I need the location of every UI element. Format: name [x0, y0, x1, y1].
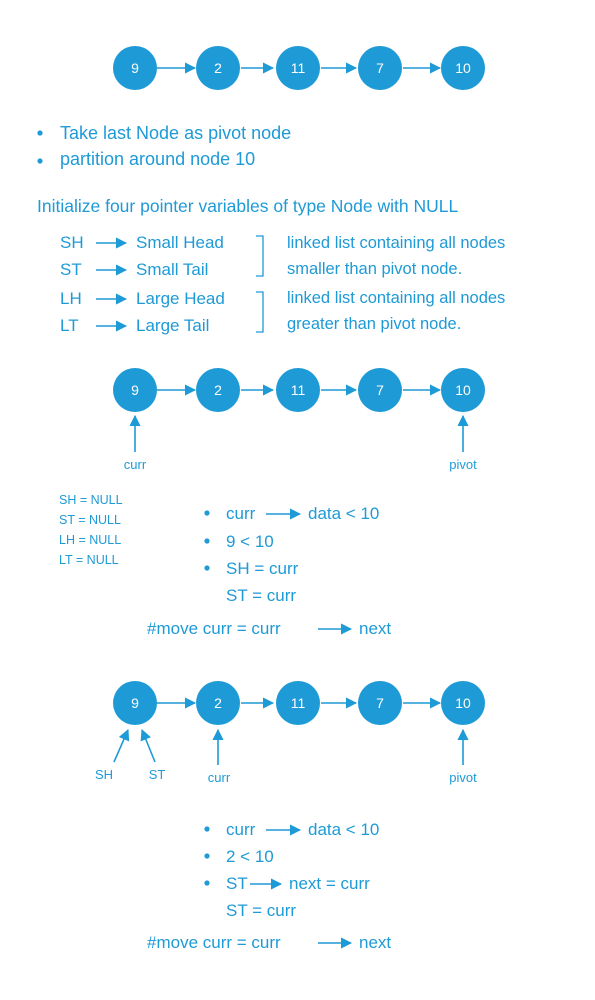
bullet-dot [204, 538, 210, 544]
node-circle: 2 [196, 46, 240, 90]
node-circle: 7 [358, 46, 402, 90]
pointer-name: Small Tail [136, 260, 208, 279]
step1-b1-pre: curr [226, 504, 256, 523]
bracket [256, 235, 264, 277]
st-label: ST [149, 767, 166, 782]
null-assignments: SH = NULL ST = NULL LH = NULL LT = NULL [59, 493, 123, 567]
bullet-dot [37, 158, 43, 164]
node-value: 7 [376, 382, 384, 398]
intro-bullets: Take last Node as pivot node partition a… [37, 123, 291, 169]
step2-move-post: next [359, 933, 391, 952]
small-desc-line: smaller than pivot node. [287, 260, 462, 278]
step1-bullets: curr data < 10 9 < 10 SH = curr ST = cur… [147, 504, 391, 638]
step2-b3b: ST = curr [226, 901, 296, 920]
node-value: 2 [214, 695, 222, 711]
node-circle: 9 [113, 46, 157, 90]
node-value: 11 [291, 695, 306, 711]
pointer-abbr: LH [60, 289, 82, 308]
pointer-definitions: SH Small Head ST Small Tail LH Large Hea… [60, 233, 505, 335]
node-value: 7 [376, 695, 384, 711]
list-step1: 9 2 11 7 10 curr pivot [113, 368, 485, 472]
node-value: 9 [131, 695, 139, 711]
node-circle: 10 [441, 46, 485, 90]
step2-b1-pre: curr [226, 820, 256, 839]
bullet-dot [37, 130, 43, 136]
null-line: LT = NULL [59, 553, 119, 567]
node-circle: 2 [196, 368, 240, 412]
pointer-abbr: SH [60, 233, 84, 252]
node-value: 11 [291, 382, 306, 398]
step1-b3: SH = curr [226, 559, 299, 578]
bullet-dot [204, 853, 210, 859]
large-desc-line: greater than pivot node. [287, 315, 461, 333]
step2-move-pre: #move curr = curr [147, 933, 281, 952]
null-line: ST = NULL [59, 513, 121, 527]
bullet-dot [204, 510, 210, 516]
step2-b3-pre: ST [226, 874, 248, 893]
pointer-name: Small Head [136, 233, 224, 252]
curr-label: curr [208, 770, 231, 785]
pointer-name: Large Tail [136, 316, 209, 335]
step1-move-post: next [359, 619, 391, 638]
pointer-abbr: ST [60, 260, 82, 279]
intro-bullet-1: Take last Node as pivot node [60, 123, 291, 143]
node-value: 10 [455, 60, 471, 76]
node-value: 9 [131, 382, 139, 398]
sh-label: SH [95, 767, 113, 782]
node-circle: 9 [113, 368, 157, 412]
pivot-label: pivot [449, 770, 477, 785]
st-pointer-arrow [140, 728, 156, 763]
pointer-abbr: LT [60, 316, 79, 335]
large-desc-line: linked list containing all nodes [287, 289, 505, 307]
node-circle: 10 [441, 368, 485, 412]
step2-b3-post: next = curr [289, 874, 370, 893]
node-circle: 7 [358, 681, 402, 725]
bullet-dot [204, 826, 210, 832]
node-value: 11 [291, 60, 306, 76]
list-top: 9 2 11 7 10 [113, 46, 485, 90]
null-line: SH = NULL [59, 493, 123, 507]
small-desc-line: linked list containing all nodes [287, 234, 505, 252]
node-value: 2 [214, 382, 222, 398]
step1-b2: 9 < 10 [226, 532, 274, 551]
node-value: 9 [131, 60, 139, 76]
null-line: LH = NULL [59, 533, 121, 547]
node-value: 10 [455, 382, 471, 398]
node-circle: 10 [441, 681, 485, 725]
bullet-dot [204, 565, 210, 571]
curr-label: curr [124, 457, 147, 472]
node-value: 7 [376, 60, 384, 76]
pointer-name: Large Head [136, 289, 225, 308]
node-value: 10 [455, 695, 471, 711]
step1-b3b: ST = curr [226, 586, 296, 605]
list-step2: 9 2 11 7 10 SH ST curr pivot [95, 681, 485, 785]
init-heading: Initialize four pointer variables of typ… [37, 196, 458, 216]
sh-pointer-arrow [113, 728, 130, 763]
node-circle: 2 [196, 681, 240, 725]
node-circle: 11 [276, 46, 320, 90]
node-circle: 9 [113, 681, 157, 725]
step2-b1-post: data < 10 [308, 820, 379, 839]
step2-b2: 2 < 10 [226, 847, 274, 866]
step2-bullets: curr data < 10 2 < 10 ST next = curr ST … [147, 820, 391, 952]
bullet-dot [204, 880, 210, 886]
node-circle: 11 [276, 681, 320, 725]
node-circle: 7 [358, 368, 402, 412]
pivot-label: pivot [449, 457, 477, 472]
node-circle: 11 [276, 368, 320, 412]
step1-move-pre: #move curr = curr [147, 619, 281, 638]
node-value: 2 [214, 60, 222, 76]
step1-b1-post: data < 10 [308, 504, 379, 523]
intro-bullet-2: partition around node 10 [60, 149, 255, 169]
bracket [256, 291, 264, 333]
